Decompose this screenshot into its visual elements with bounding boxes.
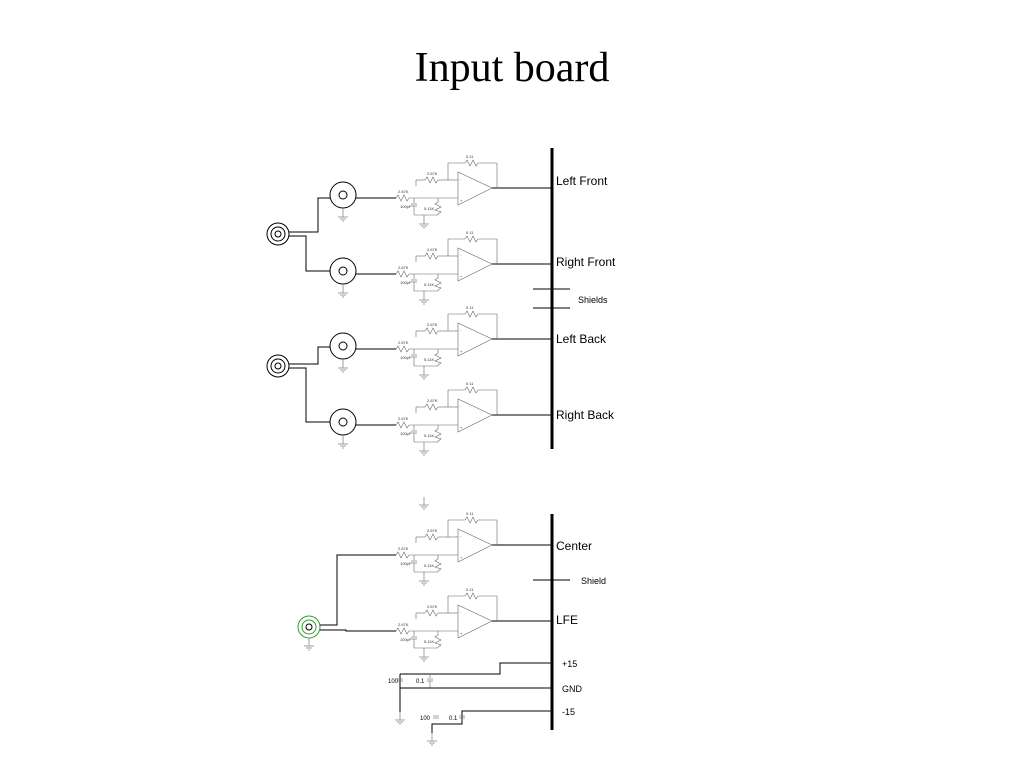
dual-jack-front — [266, 222, 290, 246]
page-title: Input board — [414, 45, 610, 91]
label-minus15: -15 — [562, 707, 575, 717]
cap-label-c1-big: 100 — [388, 679, 399, 685]
rca-jack-left-front — [329, 181, 357, 222]
opamp-stage-left-front — [0, 0, 553, 229]
label-shield: Shield — [581, 576, 606, 586]
rca-jack-right-front — [329, 257, 357, 298]
opamp-stage-right-back — [0, 226, 553, 456]
rca-jack-right-back — [329, 408, 357, 449]
label-left-front: Left Front — [556, 174, 608, 188]
label-center: Center — [556, 539, 592, 553]
lfe-jack — [297, 615, 321, 651]
cap-label-c1-small: 0.1 — [416, 679, 425, 685]
label-right-back: Right Back — [556, 408, 615, 422]
label-gnd: GND — [562, 684, 583, 694]
dual-jack-back — [266, 354, 290, 378]
label-lfe: LFE — [556, 613, 578, 627]
cap-label-c2-small: 0.1 — [449, 716, 458, 722]
cap-label-c2-big: 100 — [420, 716, 431, 722]
opamp-stage-lfe — [0, 432, 553, 662]
rca-jack-left-back — [329, 332, 357, 373]
label-left-back: Left Back — [556, 332, 607, 346]
label-plus15: +15 — [562, 659, 577, 669]
opamp-stage-left-back — [0, 150, 553, 380]
label-shields: Shields — [578, 295, 608, 305]
label-right-front: Right Front — [556, 255, 616, 269]
opamp-stage-right-front — [0, 75, 553, 305]
